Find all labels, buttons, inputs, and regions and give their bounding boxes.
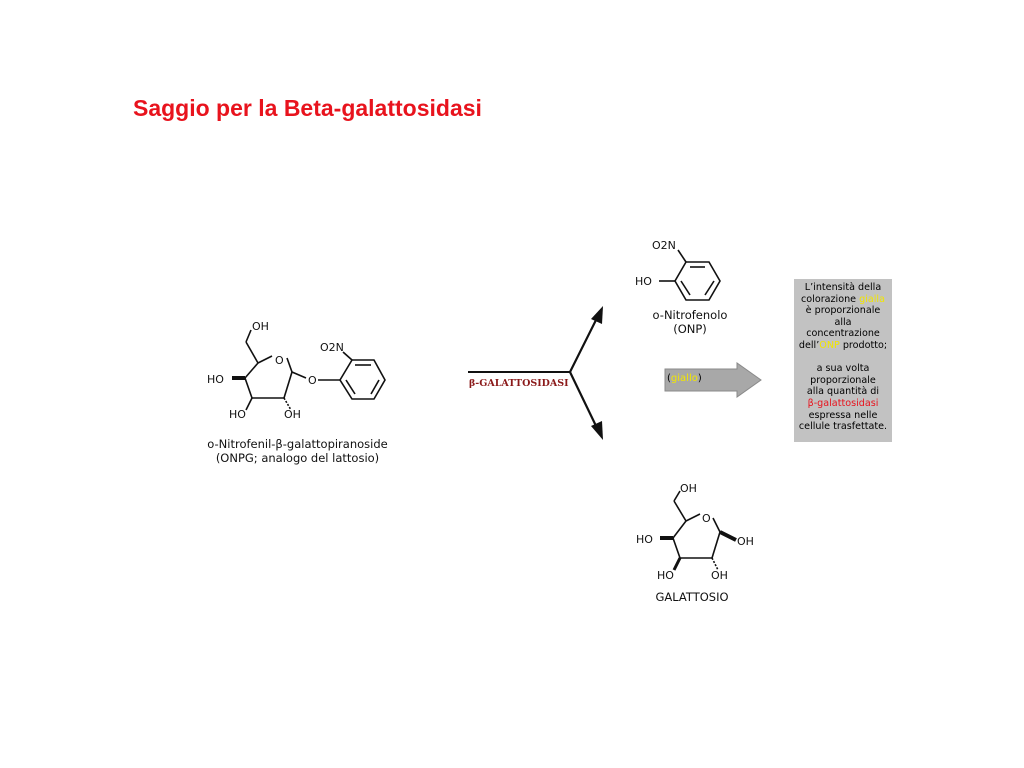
info-line: dell’ONP prodotto; xyxy=(794,340,892,352)
gal-ho-bottom-label: HO xyxy=(657,569,674,582)
giallo-arrow-label: (giallo) xyxy=(667,373,702,384)
info-text: dell’ xyxy=(798,339,820,351)
onpg-caption: o-Nitrofenil-β-galattopiranoside (ONPG; … xyxy=(190,437,405,465)
gal-oh-bottom-label: OH xyxy=(711,569,728,582)
info-box: L’intensità della colorazione gialla è p… xyxy=(794,279,892,442)
info-line: colorazione gialla xyxy=(794,294,892,306)
info-highlight-enzyme: β-galattosidasi xyxy=(807,397,879,409)
arrowhead-down xyxy=(591,421,603,440)
onpg-link-o-label: O xyxy=(308,374,317,387)
giallo-word: giallo xyxy=(670,373,698,384)
paren-open: ( xyxy=(667,373,671,384)
info-highlight-onp: ONP xyxy=(819,339,840,351)
enzyme-label: β-GALATTOSIDASI xyxy=(469,378,569,389)
onp-no2-label: O2N xyxy=(652,239,676,252)
reaction-arrow xyxy=(468,317,598,429)
onpg-caption-line2: (ONPG; analogo del lattosio) xyxy=(215,451,380,465)
onpg-ring-o-label: O xyxy=(275,354,284,367)
info-line: alla xyxy=(834,316,852,328)
gal-ho-left-label: HO xyxy=(636,533,653,546)
onpg-oh-bottom-label: OH xyxy=(284,408,301,421)
info-highlight-gialla: gialla xyxy=(859,293,885,305)
info-line: espressa nelle xyxy=(808,409,878,421)
onpg-no2-label: O2N xyxy=(320,341,344,354)
onpg-structure xyxy=(232,329,386,411)
info-text: colorazione xyxy=(801,293,860,305)
info-text: prodotto; xyxy=(839,339,888,351)
onp-caption: o-Nitrofenolo (ONP) xyxy=(630,308,750,336)
info-line: alla quantità di xyxy=(806,386,880,398)
onp-caption-line1: o-Nitrofenolo xyxy=(652,308,728,322)
arrowhead-up xyxy=(591,306,603,324)
slide-title: Saggio per la Beta-galattosidasi xyxy=(133,95,482,121)
galactose-structure xyxy=(660,490,737,571)
onpg-caption-line1: o-Nitrofenil-β-galattopiranoside xyxy=(207,437,388,451)
paren-close: ) xyxy=(697,373,702,384)
onp-caption-line2: (ONP) xyxy=(673,322,707,336)
info-line: cellule trasfettate. xyxy=(798,421,888,433)
info-line: proporzionale xyxy=(810,374,876,386)
gal-ring-o-label: O xyxy=(702,512,711,525)
onpg-ho-bottom-label: HO xyxy=(229,408,246,421)
info-line: L’intensità della xyxy=(804,282,882,293)
yellow-output-arrow xyxy=(664,362,762,398)
info-spacer xyxy=(794,352,892,364)
gal-oh-right-label: OH xyxy=(737,535,754,548)
onp-ho-label: HO xyxy=(635,275,652,288)
gal-oh-top-label: OH xyxy=(680,482,697,495)
info-line: concentrazione xyxy=(806,328,880,340)
info-line: a sua volta xyxy=(816,363,870,375)
onp-structure xyxy=(659,249,721,301)
onpg-oh-top-label: OH xyxy=(252,320,269,333)
galactose-caption: GALATTOSIO xyxy=(655,590,729,604)
onpg-ho-left-label: HO xyxy=(207,373,224,386)
info-line: è proporzionale xyxy=(805,305,881,317)
